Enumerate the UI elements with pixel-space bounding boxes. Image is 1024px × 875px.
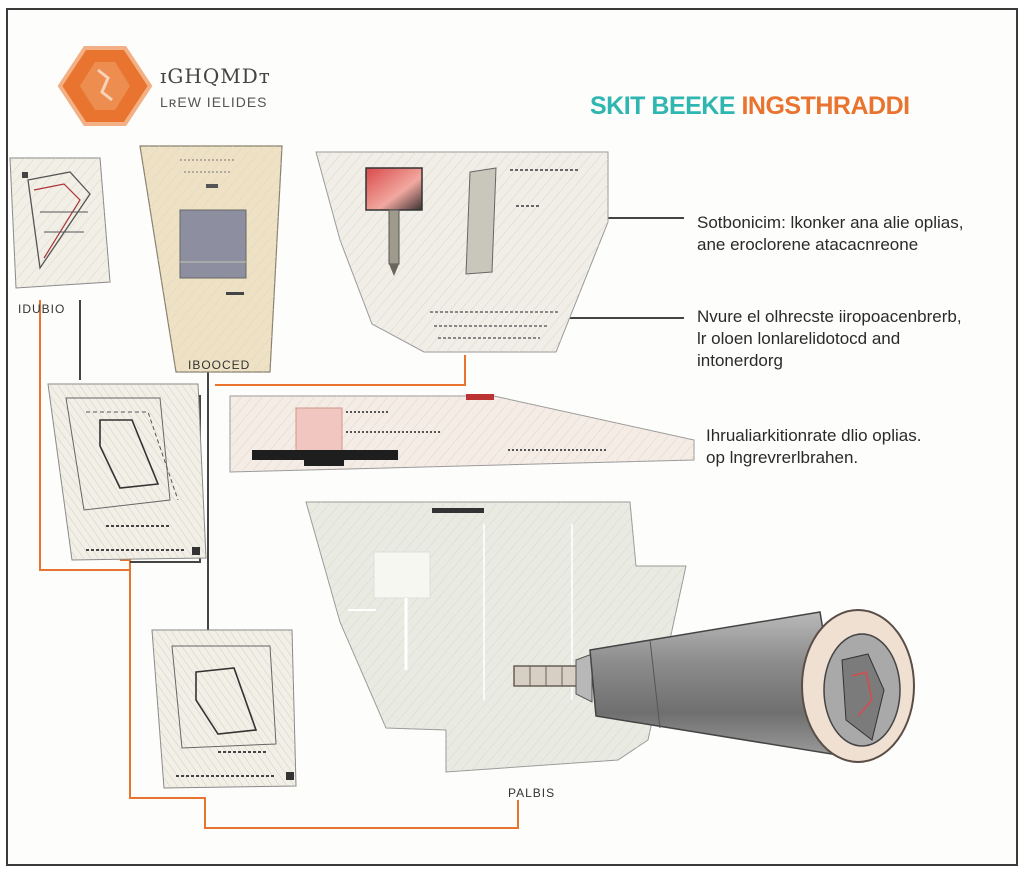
note-2-line-3: intonerdorg	[697, 351, 784, 370]
note-3-line-2: op lngrevrerlbrahen.	[706, 448, 859, 467]
logo-subtitle: LʀEW IELIDES	[160, 94, 268, 110]
left-sketch-panel	[9, 157, 111, 289]
center-beige-panel	[139, 145, 283, 373]
headline: SKIT BEEKE INGSTHRADDI	[590, 92, 910, 121]
top-right-panel	[315, 151, 609, 353]
logo-hexagon-icon	[57, 46, 153, 126]
note-2-line-1: Nvure el olhrecste iiropoacenbrerb,	[697, 307, 962, 326]
note-3: Ihrualiarkitionrate dlio oplias. op lngr…	[706, 425, 921, 469]
large-bottom-panel	[305, 501, 687, 773]
note-3-line-1: Ihrualiarkitionrate dlio oplias.	[706, 426, 922, 445]
headline-part-2: INGSTHRADDI	[741, 92, 910, 120]
tag-left-panel: IDUBIO	[18, 302, 66, 316]
headline-part-1: SKIT BEEKE	[590, 92, 742, 120]
middle-pink-panel	[229, 394, 695, 473]
note-1-line-1: Sotbonicim: lkonker ana alie oplias,	[697, 213, 964, 232]
connector-lines	[39, 217, 692, 829]
left-mid-sketch-panel	[47, 383, 207, 561]
tag-bottom-panel: PALBIS	[508, 786, 556, 800]
note-2: Nvure el olhrecste iiropoacenbrerb, lr o…	[697, 306, 962, 372]
note-1-line-2: ane eroclorene atacacnreone	[697, 235, 919, 254]
logo-title: ɪGHQMDᴛ	[160, 64, 271, 88]
tag-center-panel: IBOOCED	[188, 358, 251, 372]
probe-tube-illustration	[513, 609, 915, 763]
note-2-line-2: lr oloen lonlarelidotocd and	[697, 329, 901, 348]
left-bottom-sketch-panel	[151, 629, 297, 789]
note-1: Sotbonicim: lkonker ana alie oplias, ane…	[697, 212, 963, 256]
